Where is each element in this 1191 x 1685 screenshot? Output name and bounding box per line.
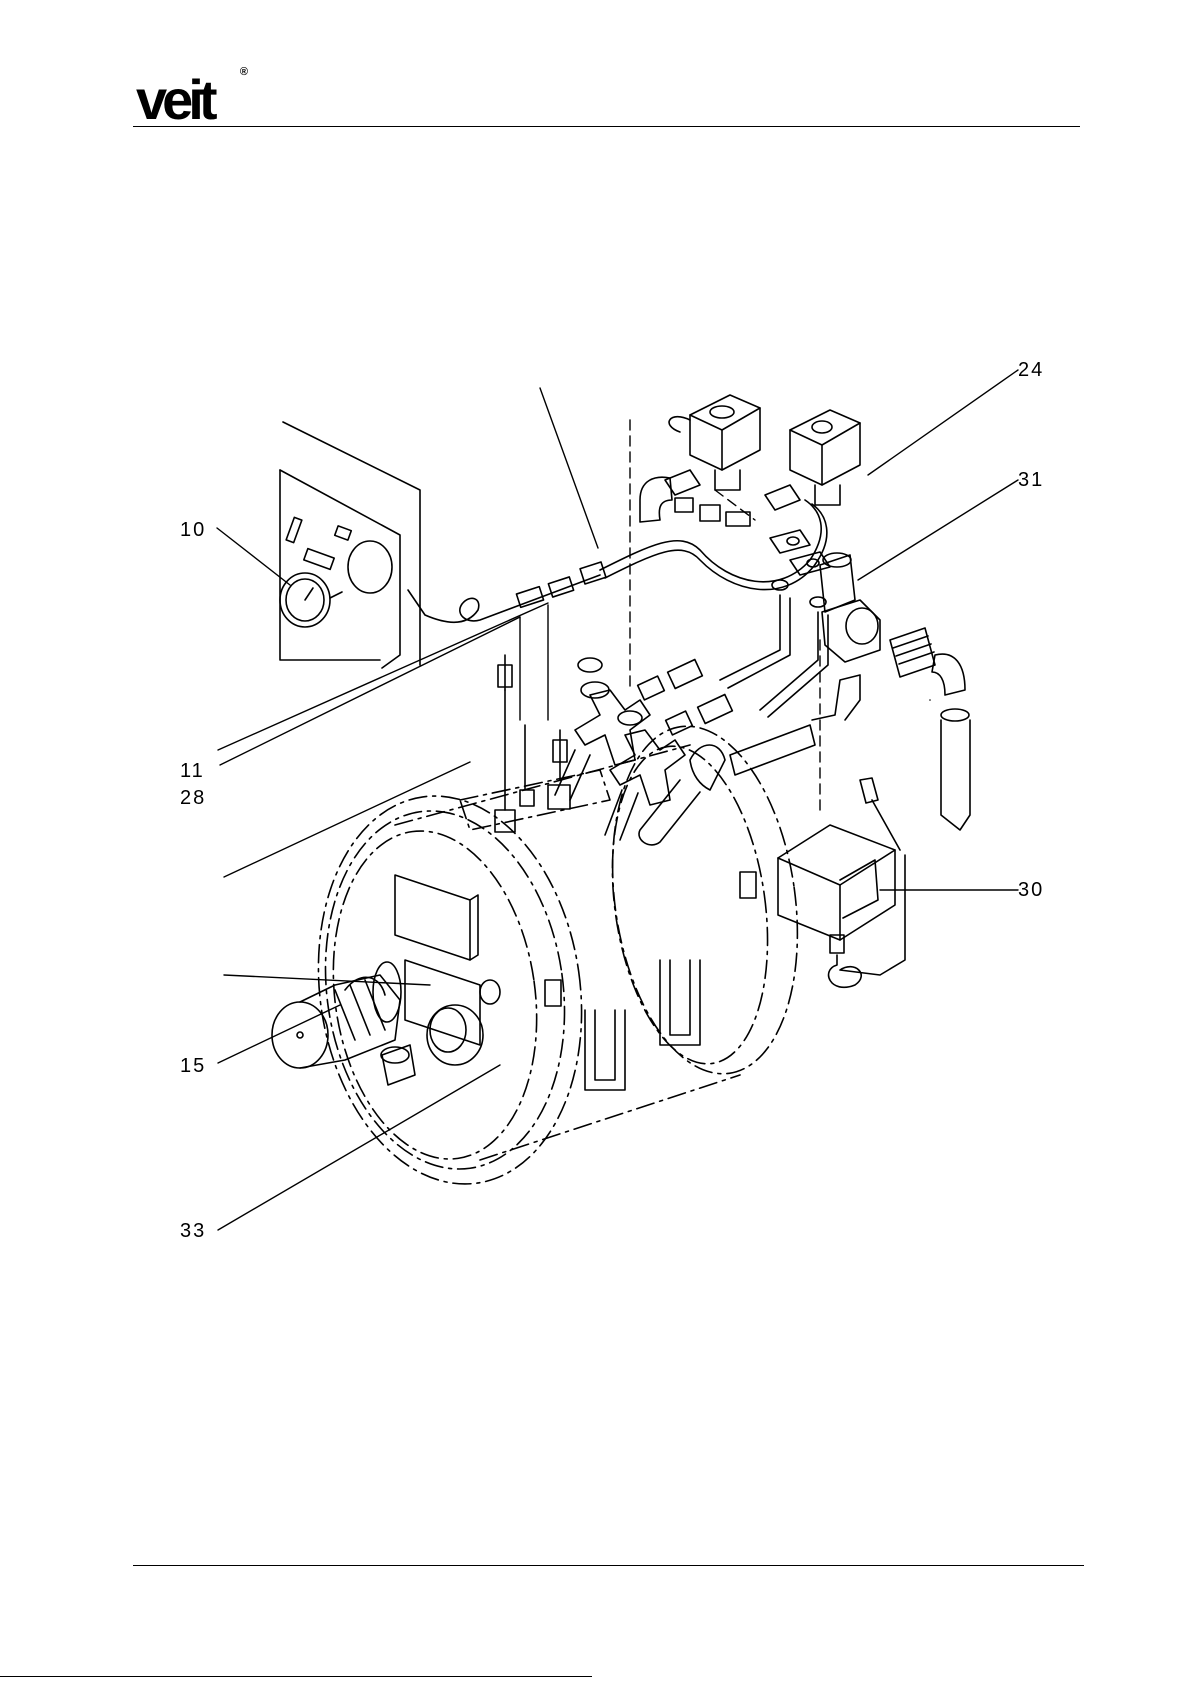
solenoid-valve-left (665, 395, 760, 495)
callout-31: 31 (1018, 469, 1044, 491)
callout-33: 33 (180, 1220, 206, 1242)
callout-11: 11 (180, 760, 205, 782)
boiler-cylinder (294, 714, 818, 1201)
connector-pipes-right (639, 675, 860, 845)
elbow-fitting-upper (640, 477, 750, 526)
callout-28: 28 (180, 787, 206, 809)
callout-24: 24 (1018, 359, 1044, 381)
callout-10: 10 (180, 519, 206, 541)
callout-15: 15 (180, 1055, 206, 1077)
pipes-to-manifold (638, 595, 828, 735)
control-panel-bracket (280, 422, 420, 668)
solenoid-valve-right (765, 410, 860, 510)
gauge-pipe-coil (408, 562, 606, 622)
callout-30: 30 (1018, 879, 1044, 901)
pressure-gauge (280, 573, 342, 627)
mounting-brackets (545, 872, 756, 1090)
front-plate (395, 875, 480, 1045)
y-manifold-fittings (555, 658, 685, 840)
tee-fitting-assembly (820, 553, 970, 830)
level-probes (495, 655, 570, 832)
